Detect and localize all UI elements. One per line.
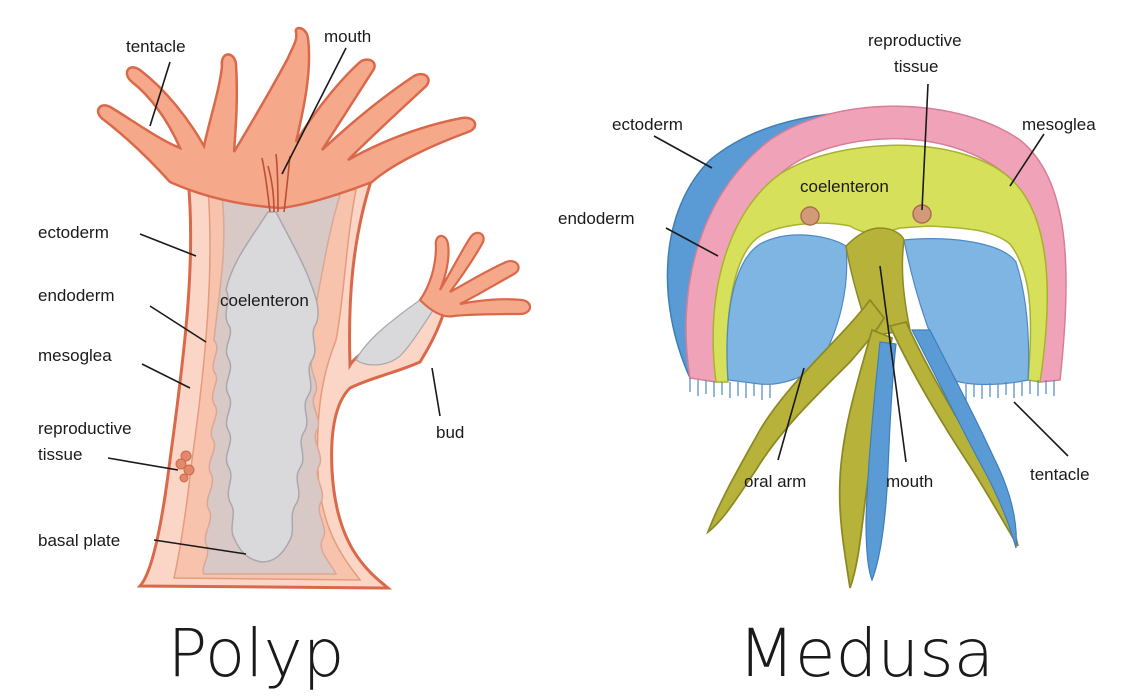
polyp-bud-interior <box>355 296 436 366</box>
medusa-title: Medusa <box>738 615 994 692</box>
polyp-label-mouth: mouth <box>324 27 371 46</box>
polyp-leader-lines <box>107 47 441 555</box>
medusa-label-coelenteron: coelenteron <box>800 177 889 196</box>
polyp-title: Polyp <box>167 615 344 692</box>
medusa-oral-arm-left <box>706 298 886 535</box>
medusa-label-mouth: mouth <box>886 472 933 491</box>
polyp-label-reproductive-line2: tissue <box>38 445 82 464</box>
medusa-tentacle-blue-right <box>911 329 1017 549</box>
medusa-label-tentacle: tentacle <box>1030 465 1090 484</box>
polyp-tentacle-crown <box>96 26 477 210</box>
medusa-bell-mesoglea <box>685 105 1067 383</box>
medusa-label-mesoglea: mesoglea <box>1022 115 1096 134</box>
polyp-illustration <box>96 26 532 590</box>
medusa-gonad-left <box>800 206 820 226</box>
medusa-leader-lines <box>653 83 1069 463</box>
medusa-label-endoderm: endoderm <box>558 209 635 228</box>
polyp-label-ectoderm: ectoderm <box>38 223 109 242</box>
medusa-oral-arm-right <box>888 320 1019 547</box>
medusa-illustration <box>666 105 1067 589</box>
polyp-label-bud: bud <box>436 423 464 442</box>
medusa-label-reproductive-line2: tissue <box>894 57 938 76</box>
medusa-label-oral-arm: oral arm <box>744 472 806 491</box>
polyp-label-mesoglea: mesoglea <box>38 346 112 365</box>
polyp-label-coelenteron: coelenteron <box>220 291 309 310</box>
medusa-bell-endoderm <box>712 144 1049 383</box>
polyp-coelenteron-cavity <box>225 211 319 563</box>
polyp-mouth-opening <box>261 153 291 213</box>
polyp-label-basal-plate: basal plate <box>38 531 120 550</box>
medusa-rim-tentacles <box>689 378 1055 400</box>
polyp-bud-tentacles <box>418 231 532 318</box>
medusa-tentacle-blue-center <box>865 341 897 582</box>
polyp-reproductive-tissue <box>175 450 195 483</box>
medusa-label-reproductive-line1: reproductive <box>868 31 962 50</box>
polyp-label-tentacle: tentacle <box>126 37 186 56</box>
polyp-label-endoderm: endoderm <box>38 286 115 305</box>
medusa-label-ectoderm: ectoderm <box>612 115 683 134</box>
polyp-label-reproductive-line1: reproductive <box>38 419 132 438</box>
